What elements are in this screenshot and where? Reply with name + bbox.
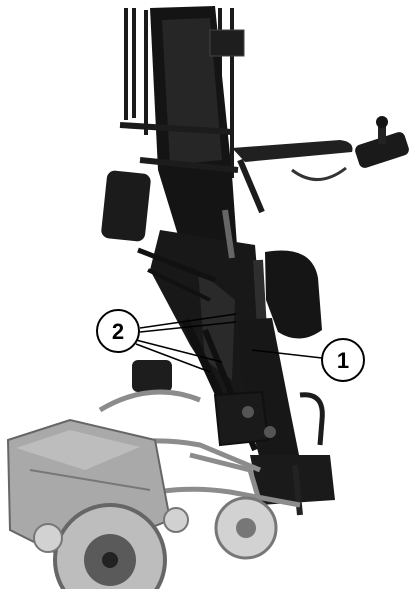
drive-wheel <box>53 503 167 589</box>
armrest <box>232 140 353 214</box>
seat-frame <box>137 209 270 400</box>
callout-1-label: 1 <box>337 348 349 373</box>
side-pad <box>101 170 151 242</box>
callout-2: 2 <box>96 309 237 373</box>
small-caster <box>33 507 189 553</box>
callout-1: 1 <box>251 338 365 382</box>
back-crossbars <box>119 122 239 173</box>
joystick-controller <box>355 116 409 168</box>
knee-pad <box>253 250 322 339</box>
lift-mechanism <box>181 318 276 452</box>
callout-2-label: 2 <box>112 319 124 344</box>
caster-wheel <box>214 496 278 560</box>
motor-box <box>132 360 172 392</box>
